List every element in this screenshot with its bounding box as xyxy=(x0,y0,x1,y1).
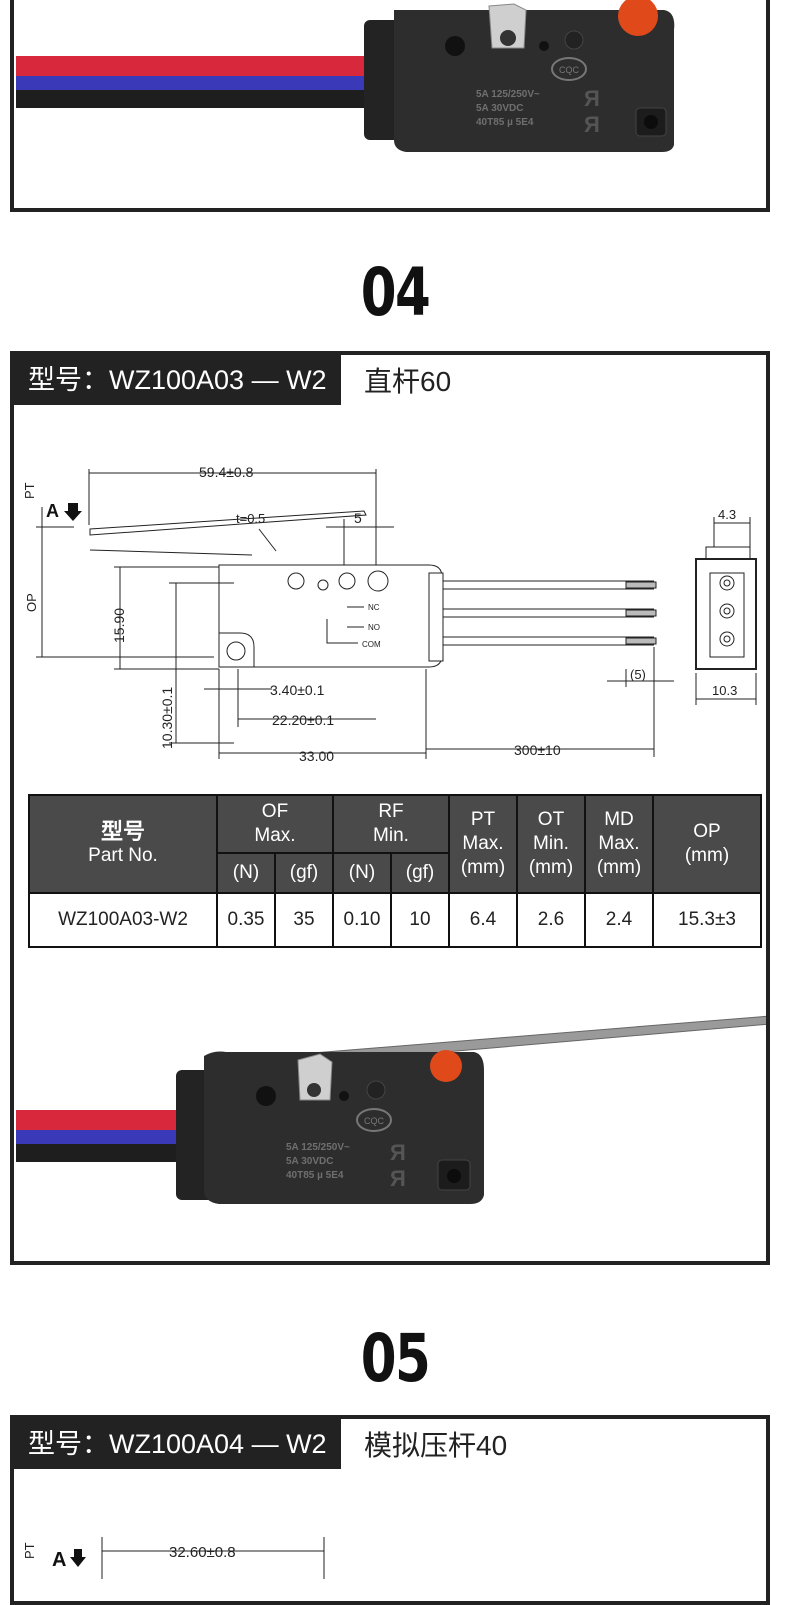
label-line-1: 5A 125/250V~ xyxy=(286,1142,350,1153)
ul-mark-icon: Я xyxy=(390,1140,406,1165)
label-line-3: 40T85 µ 5E4 xyxy=(476,117,534,128)
header-rf-gf: (gf) xyxy=(390,852,450,894)
dim-hole: 3.40±0.1 xyxy=(270,682,325,698)
dim-tip: (5) xyxy=(630,667,646,682)
label-pt: PT xyxy=(22,1542,37,1559)
dim-wire: 300±10 xyxy=(514,742,561,758)
dim-body: 33.00 xyxy=(299,748,334,764)
label-line-1: 5A 125/250V~ xyxy=(476,89,540,100)
model-description: 模拟压杆40 xyxy=(364,1430,508,1461)
header-md-label: MD xyxy=(604,809,634,830)
dimension-drawing: A PT OP 59.4±0.8 t=0.5 5 15.90 3.40±0.1 … xyxy=(22,464,757,764)
spec-table: 型号 Part No. OF Max. RF Min. PT Max. (mm) xyxy=(28,794,762,948)
cell-rf-gf: 10 xyxy=(390,892,450,948)
dim-length: 32.60±0.8 xyxy=(169,1544,236,1561)
dim-5: 5 xyxy=(354,510,362,526)
cell-pt: 6.4 xyxy=(448,892,518,948)
label-line-3: 40T85 µ 5E4 xyxy=(286,1170,344,1181)
model-panel-05: 型号：WZ100A04 — W2 模拟压杆40 PT A 32.60±0.8 xyxy=(10,1415,770,1605)
cell-of-gf: 35 xyxy=(274,892,334,948)
header-rf-label: RF xyxy=(378,801,404,822)
header-ot-sub: Min. xyxy=(533,833,569,854)
header-pt: PT Max. (mm) xyxy=(448,794,518,894)
model-title: 型号：WZ100A04 — W2 xyxy=(14,1419,341,1469)
header-part-no: 型号 Part No. xyxy=(28,794,218,894)
terminal-com: COM xyxy=(362,640,381,649)
model-title: 型号：WZ100A03 — W2 xyxy=(14,355,341,405)
cert-mark-top: CQC xyxy=(559,65,580,75)
dim-length: 59.4±0.8 xyxy=(199,464,254,480)
section-number-04: 04 xyxy=(360,254,431,331)
cell-part: WZ100A03-W2 xyxy=(28,892,218,948)
dim-height: 15.90 xyxy=(111,608,127,643)
cert-mark: CQC xyxy=(364,1116,385,1126)
header-op-unit: (mm) xyxy=(684,845,730,866)
header-op-label: OP xyxy=(693,821,721,842)
table-row: WZ100A03-W2 0.35 35 0.10 10 6.4 2.6 2.4 … xyxy=(28,892,762,948)
dim-mid: 22.20±0.1 xyxy=(272,712,334,728)
label-a: A xyxy=(52,1549,66,1571)
product-photo-panel-top: CQC 5A 125/250V~ 5A 30VDC 40T85 µ 5E4 Я … xyxy=(10,0,770,212)
label-pt: PT xyxy=(22,482,37,499)
header-of-sub: Max. xyxy=(254,825,296,846)
model-description: 直杆60 xyxy=(364,366,452,397)
arrow-down-icon xyxy=(64,503,82,521)
header-pt-sub: Max. xyxy=(462,833,504,854)
header-md: MD Max. (mm) xyxy=(584,794,654,894)
label-line-2: 5A 30VDC xyxy=(286,1156,333,1167)
cell-op: 15.3±3 xyxy=(652,892,762,948)
header-part-cn: 型号 xyxy=(100,819,145,844)
ul-mark-icon: Я xyxy=(390,1166,406,1191)
header-rf-n: (N) xyxy=(332,852,392,894)
ul-mark-icon: Я xyxy=(584,86,600,111)
header-pt-unit: (mm) xyxy=(460,857,506,878)
cell-rf-n: 0.10 xyxy=(332,892,392,948)
terminal-no: NO xyxy=(368,623,380,632)
dim-thickness: t=0.5 xyxy=(236,511,265,526)
header-of: OF Max. xyxy=(216,794,334,854)
dim-vertical: 10.30±0.1 xyxy=(159,687,175,749)
label-line-2: 5A 30VDC xyxy=(476,103,523,114)
header-ot: OT Min. (mm) xyxy=(516,794,586,894)
cell-ot: 2.6 xyxy=(516,892,586,948)
section-number-05: 05 xyxy=(360,1320,431,1397)
header-part-en: Part No. xyxy=(88,845,158,866)
header-of-gf: (gf) xyxy=(274,852,334,894)
header-rf-sub: Min. xyxy=(373,825,409,846)
header-of-n: (N) xyxy=(216,852,276,894)
microswitch-photo-top: CQC 5A 125/250V~ 5A 30VDC 40T85 µ 5E4 Я … xyxy=(16,0,675,152)
header-pt-label: PT xyxy=(470,809,496,830)
label-op: OP xyxy=(24,593,39,612)
model-panel-04: 型号：WZ100A03 — W2 直杆60 xyxy=(10,351,770,1265)
microswitch-photo: CQC 5A 125/250V~ 5A 30VDC 40T85 µ 5E4 Я … xyxy=(16,1015,766,1204)
arrow-down-icon xyxy=(70,1549,86,1567)
terminal-nc: NC xyxy=(368,603,380,612)
cell-md: 2.4 xyxy=(584,892,654,948)
cell-of-n: 0.35 xyxy=(216,892,276,948)
header-ot-label: OT xyxy=(537,809,565,830)
dim-end-bottom: 10.3 xyxy=(712,683,737,698)
label-a: A xyxy=(46,501,59,521)
header-md-unit: (mm) xyxy=(596,857,642,878)
header-op: OP (mm) xyxy=(652,794,762,894)
header-md-sub: Max. xyxy=(598,833,640,854)
dim-end-top: 4.3 xyxy=(718,507,736,522)
header-of-label: OF xyxy=(261,801,289,822)
header-rf: RF Min. xyxy=(332,794,450,854)
header-ot-unit: (mm) xyxy=(528,857,574,878)
ul-mark-icon: Я xyxy=(584,112,600,137)
dimension-drawing: PT A 32.60±0.8 xyxy=(22,1537,325,1579)
